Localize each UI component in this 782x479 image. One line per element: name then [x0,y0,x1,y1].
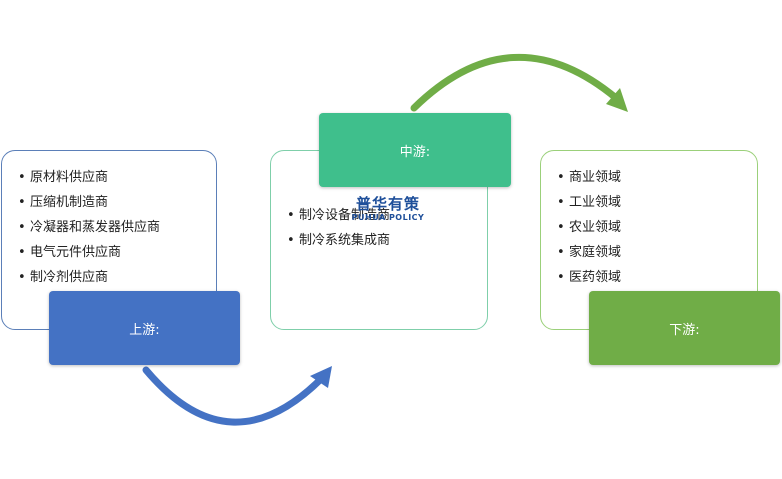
upstream-list: 原材料供应商 压缩机制造商 冷凝器和蒸发器供应商 电气元件供应商 制冷剂供应商 [16,165,160,290]
watermark-en: PUHUA POLICY [351,213,425,222]
list-item: 制冷剂供应商 [16,265,160,290]
list-item: 家庭领域 [555,240,621,265]
list-item: 农业领域 [555,215,621,240]
arrow-midstream-to-downstream [410,54,628,112]
list-item: 医药领域 [555,265,621,290]
list-item: 原材料供应商 [16,165,160,190]
upstream-panel: 原材料供应商 压缩机制造商 冷凝器和蒸发器供应商 电气元件供应商 制冷剂供应商 [1,150,217,330]
list-item: 压缩机制造商 [16,190,160,215]
midstream-list: 制冷设备制造商 制冷系统集成商 [285,203,390,253]
list-item: 冷凝器和蒸发器供应商 [16,215,160,240]
watermark-logo: 普华有策 PUHUA POLICY [348,197,428,222]
list-item: 制冷系统集成商 [285,228,390,253]
downstream-list: 商业领域 工业领域 农业领域 家庭领域 医药领域 [555,165,621,290]
upstream-label: 上游: [49,291,240,365]
list-item: 制冷设备制造商 [285,203,390,228]
watermark-cn: 普华有策 [355,195,420,213]
list-item: 工业领域 [555,190,621,215]
list-item: 商业领域 [555,165,621,190]
midstream-label: 中游: [319,113,511,187]
list-item: 电气元件供应商 [16,240,160,265]
arrow-upstream-to-midstream [142,366,332,426]
downstream-label: 下游: [589,291,780,365]
